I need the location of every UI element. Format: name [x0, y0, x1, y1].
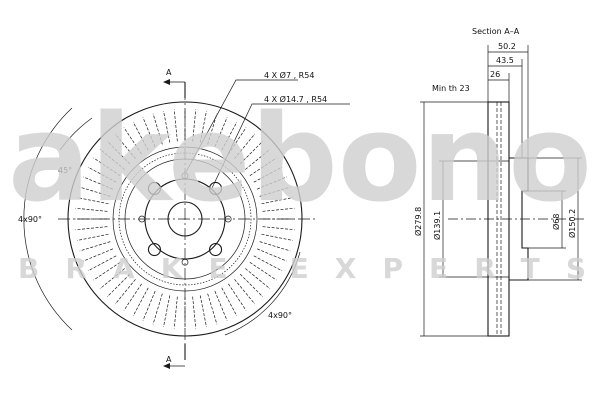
angle-arc-bottom: [224, 251, 301, 336]
vent-slot: [93, 157, 121, 176]
vent-slot: [93, 262, 121, 281]
vent-slot: [132, 121, 149, 151]
vent-slot: [173, 296, 178, 329]
vent-slot: [259, 241, 291, 252]
vent-slot: [99, 148, 125, 170]
vent-slot: [245, 148, 271, 170]
vent-slot: [234, 279, 256, 305]
vent-slot: [245, 268, 271, 290]
watermark-tagline: BRAKE EXPERTS: [18, 252, 586, 285]
vent-slot: [79, 186, 111, 197]
leader-small-holes: [185, 79, 298, 173]
section-profile: [448, 101, 585, 337]
vent-slot: [256, 176, 287, 190]
bolt-hole-large: [208, 242, 223, 257]
vent-slot: [221, 121, 238, 151]
vent-slot: [163, 111, 171, 143]
vent-slot: [79, 241, 111, 252]
vent-slot: [214, 290, 228, 321]
vent-slot: [259, 186, 291, 197]
vent-slot: [253, 255, 283, 272]
callout-small-holes: 4 X Ø7 , R54: [264, 70, 314, 80]
vent-slot: [199, 295, 207, 327]
vent-slot: [123, 283, 142, 311]
section-marker-bottom: A: [166, 355, 172, 364]
vent-slot: [228, 283, 247, 311]
section-cut-top-arrowhead: [163, 79, 170, 85]
vent-slot: [256, 248, 287, 262]
vent-slot: [75, 207, 108, 212]
dia-pcd: Ø139.1: [432, 211, 442, 240]
front-view: A A 4 X Ø7 , R54 4 X Ø14.7 , R54 45° 4x9…: [18, 68, 350, 369]
vent-slot: [77, 233, 109, 241]
angle-arc-left: [23, 107, 73, 331]
vent-slot: [99, 268, 125, 290]
vent-slot: [106, 140, 131, 165]
vent-slot: [228, 127, 247, 155]
vent-slot: [261, 233, 293, 241]
bolt-hole-large: [147, 181, 162, 196]
vent-slot: [106, 273, 131, 298]
vent-slot: [207, 293, 218, 325]
angle-4x90-left-label: 4x90°: [18, 215, 42, 224]
dia-center: Ø68: [551, 214, 561, 230]
vent-slot: [192, 296, 197, 329]
vent-slot: [123, 127, 142, 155]
angle-4x90-bottom-label: 4x90°: [268, 311, 292, 320]
section-title: Section A–A: [472, 27, 520, 36]
angle-45-label: 45°: [58, 166, 72, 175]
vent-slot: [152, 293, 163, 325]
callout-large-holes: 4 X Ø14.7 , R54: [264, 94, 327, 104]
vent-slot: [152, 113, 163, 145]
angle-arc-45: [59, 117, 93, 151]
vent-slot: [163, 295, 171, 327]
vent-slot: [261, 197, 293, 205]
section-marker-top: A: [166, 68, 172, 77]
vent-slot: [142, 117, 156, 148]
vent-slot: [83, 248, 114, 262]
vent-slot: [239, 140, 264, 165]
vent-slot: [262, 207, 295, 212]
vent-slot: [214, 117, 228, 148]
bolt-hole-large: [208, 181, 223, 196]
dim-43-5: 43.5: [496, 56, 514, 65]
vent-slot: [142, 290, 156, 321]
vent-slot: [87, 166, 117, 183]
bolt-hole-large: [147, 242, 162, 257]
vent-slot: [75, 226, 108, 231]
vent-slot: [239, 273, 264, 298]
leader-large-holes: [211, 103, 350, 189]
vent-slot: [132, 287, 149, 317]
watermark-brand: akebono: [8, 90, 592, 229]
vent-slot: [173, 109, 178, 142]
vent-slot: [114, 279, 136, 305]
vent-slot: [207, 113, 218, 145]
vent-slot: [234, 133, 256, 159]
vent-slot: [192, 109, 197, 142]
hat-profile: [509, 157, 529, 281]
vent-slot: [199, 111, 207, 143]
vent-slot: [87, 255, 117, 272]
dim-26: 26: [490, 70, 500, 79]
vent-slot: [262, 226, 295, 231]
dim-50-2: 50.2: [498, 42, 516, 51]
watermark: akebono BRAKE EXPERTS: [8, 90, 592, 285]
vent-slot: [77, 197, 109, 205]
vent-slot: [249, 157, 277, 176]
vent-slot: [221, 287, 238, 317]
vent-slot: [253, 166, 283, 183]
vent-slot: [83, 176, 114, 190]
section-cut-bottom-arrowhead: [163, 363, 170, 369]
dia-hat: Ø150.2: [567, 209, 577, 238]
vent-slot: [249, 262, 277, 281]
min-thickness: Min th 23: [432, 84, 470, 93]
vent-slot: [114, 133, 136, 159]
section-view: Section A–A 50.2 43.5 26 Min th 23 Ø279.…: [413, 27, 585, 337]
dia-outer: Ø279.8: [413, 207, 423, 236]
